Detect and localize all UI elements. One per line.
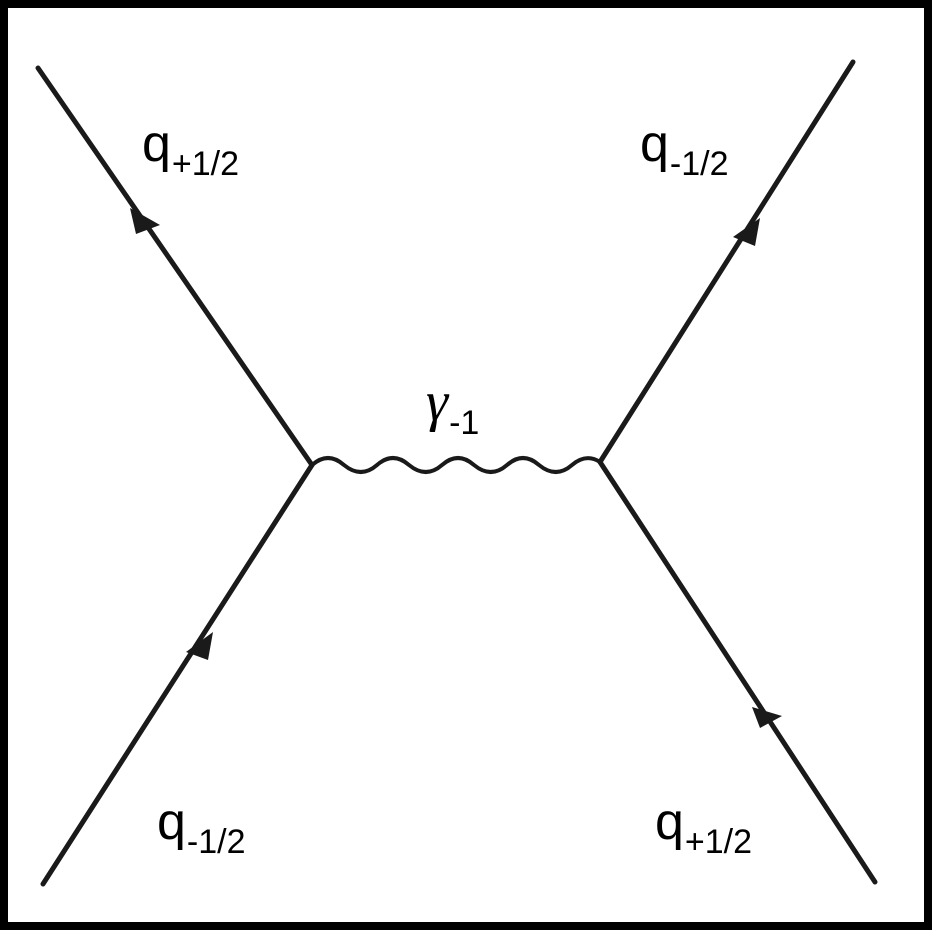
label-bottom-left-subscript: -1/2 <box>186 823 246 861</box>
label-top-right: q-1/2 <box>640 115 729 181</box>
label-bottom-left-symbol: q <box>157 793 186 851</box>
label-bottom-right-symbol: q <box>655 793 684 851</box>
label-photon-subscript: -1 <box>449 404 480 442</box>
fermion-line-top-left <box>35 65 315 468</box>
label-top-left: q+1/2 <box>142 115 239 181</box>
label-photon: γ-1 <box>426 371 479 440</box>
photon-line <box>310 456 602 474</box>
fermion-line-bottom-right <box>597 459 878 885</box>
label-top-left-symbol: q <box>142 115 171 173</box>
label-photon-symbol: γ <box>426 371 449 433</box>
label-bottom-right-subscript: +1/2 <box>684 823 753 861</box>
label-top-right-symbol: q <box>640 115 669 173</box>
fermion-line-top-right <box>597 59 856 465</box>
arrow-icon <box>186 632 213 660</box>
label-top-right-subscript: -1/2 <box>669 145 729 183</box>
arrow-icon <box>130 208 160 234</box>
diagram-canvas <box>8 8 924 922</box>
fermion-line-bottom-left <box>40 462 315 887</box>
label-top-left-subscript: +1/2 <box>171 145 240 183</box>
label-bottom-left: q-1/2 <box>157 793 246 859</box>
arrow-icon <box>733 218 760 246</box>
arrow-icon <box>752 707 782 728</box>
label-bottom-right: q+1/2 <box>655 793 752 859</box>
